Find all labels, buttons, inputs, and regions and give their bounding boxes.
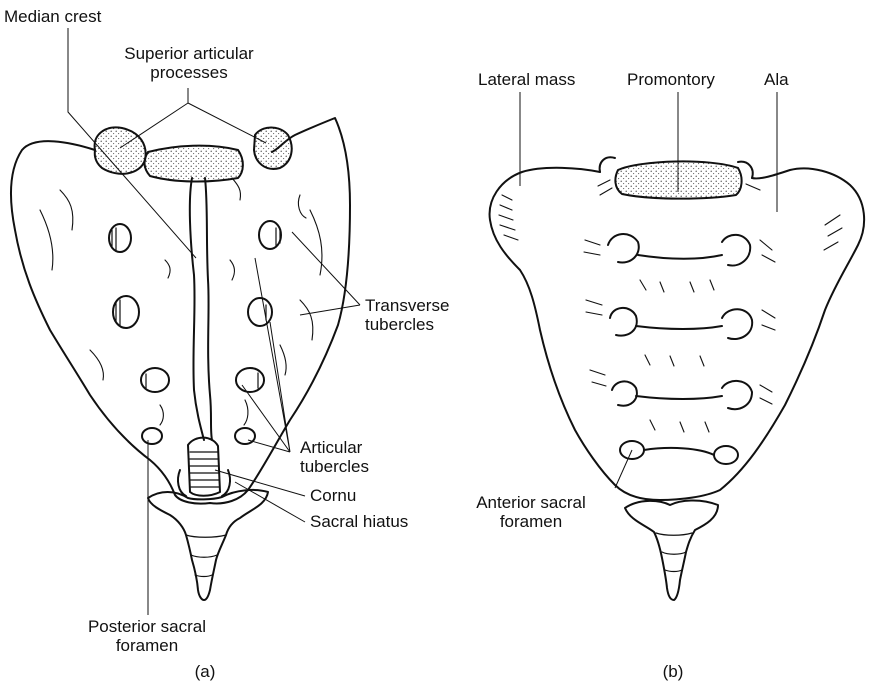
posterior-foramina bbox=[109, 221, 281, 444]
anterior-sacrum-outline bbox=[490, 168, 865, 500]
label-lateral-mass: Lateral mass bbox=[478, 70, 575, 89]
leaders-b bbox=[520, 92, 777, 488]
label-median-crest: Median crest bbox=[4, 7, 101, 26]
sacrum-anterior-view bbox=[490, 157, 865, 600]
anterior-foramina bbox=[608, 234, 752, 464]
cornu bbox=[178, 470, 230, 496]
label-ala: Ala bbox=[764, 70, 789, 89]
caption-b: (b) bbox=[648, 662, 698, 681]
right-superior-articular-process bbox=[254, 128, 292, 169]
sacral-base bbox=[144, 146, 242, 182]
label-superior-articular-processes: Superior articular processes bbox=[98, 44, 280, 82]
label-anterior-sacral-foramen: Anterior sacral foramen bbox=[446, 493, 616, 531]
anterior-coccyx bbox=[625, 500, 718, 600]
label-cornu: Cornu bbox=[310, 486, 356, 505]
label-articular-tubercles: Articular tubercles bbox=[300, 438, 369, 476]
sacrum-posterior-view bbox=[11, 118, 350, 600]
label-posterior-sacral-foramen: Posterior sacral foramen bbox=[62, 617, 232, 655]
median-crest bbox=[190, 178, 204, 440]
label-transverse-tubercles: Transverse tubercles bbox=[365, 296, 449, 334]
caption-a: (a) bbox=[180, 662, 230, 681]
label-sacral-hiatus: Sacral hiatus bbox=[310, 512, 408, 531]
posterior-coccyx bbox=[148, 490, 268, 600]
label-promontory: Promontory bbox=[627, 70, 715, 89]
